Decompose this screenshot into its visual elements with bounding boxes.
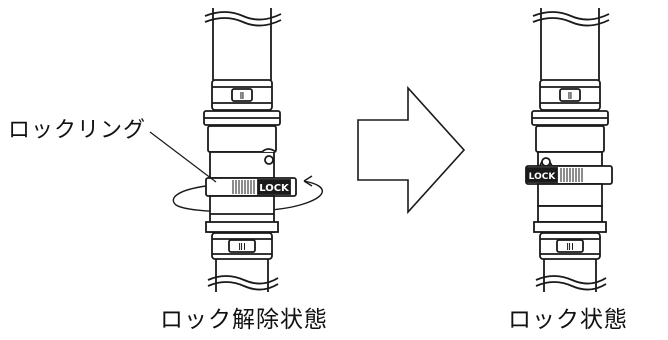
upper-nut-mark: Ⅱ (240, 91, 245, 102)
lower-nut: ⅡⅠ (211, 232, 273, 260)
coupling-locked: Ⅱ LOCK (525, 8, 613, 292)
ring-lock-text-right: LOCK (529, 172, 557, 182)
upper-pipe-right (532, 8, 610, 80)
lower-pipe (207, 259, 279, 292)
ring-lock-text-left: LOCK (259, 183, 290, 194)
upper-pipe (204, 8, 282, 80)
lower-pipe-right (535, 259, 607, 292)
coupling-unlocked: Ⅱ LOCK (172, 8, 323, 292)
lock-ring-leader (149, 131, 217, 183)
upper-nut-right: Ⅱ (539, 79, 601, 111)
lower-nut-mark-right: ⅡⅠ (566, 242, 574, 253)
upper-nut-mark-right: Ⅱ (568, 91, 573, 102)
transition-arrow (357, 85, 466, 215)
lock-ring-unlocked: LOCK (205, 177, 297, 197)
lower-nut-mark: ⅡⅠ (238, 242, 246, 253)
lower-nut-right: ⅡⅠ (539, 232, 601, 260)
lock-ring-label: ロックリング (8, 118, 147, 143)
upper-nut: Ⅱ (211, 79, 273, 111)
locked-state-label: ロック状態 (508, 307, 628, 333)
unlocked-state-label: ロック解除状態 (160, 307, 328, 333)
lock-ring-locked: LOCK (525, 165, 613, 185)
